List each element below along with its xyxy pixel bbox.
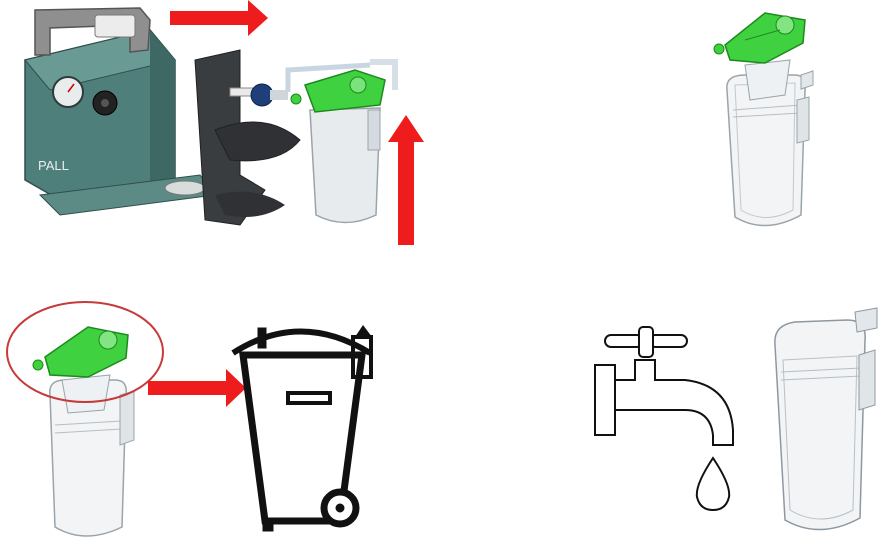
canister-lid bbox=[33, 327, 128, 377]
rinse-panel bbox=[585, 300, 883, 542]
canister-lid bbox=[714, 13, 805, 63]
arrow-up-icon bbox=[388, 115, 424, 245]
device-assembly-panel: PALL bbox=[0, 0, 440, 250]
dispose-lid-panel bbox=[0, 295, 390, 542]
water-drop-icon bbox=[697, 458, 729, 510]
brand-logo: PALL bbox=[38, 158, 69, 173]
pressure-gauge bbox=[53, 77, 83, 107]
water-tap-icon bbox=[595, 327, 733, 445]
control-knob bbox=[93, 91, 117, 115]
arrow-right-icon bbox=[170, 0, 268, 36]
canister-lid bbox=[305, 70, 385, 112]
pump-device: PALL bbox=[25, 8, 215, 215]
trash-bin-icon bbox=[233, 325, 372, 531]
canister bbox=[775, 308, 877, 530]
canister bbox=[727, 60, 809, 226]
canister-lid-panel bbox=[705, 5, 825, 235]
canister-holder bbox=[195, 50, 300, 225]
arrow-right-icon bbox=[148, 369, 246, 407]
canister bbox=[291, 70, 385, 223]
